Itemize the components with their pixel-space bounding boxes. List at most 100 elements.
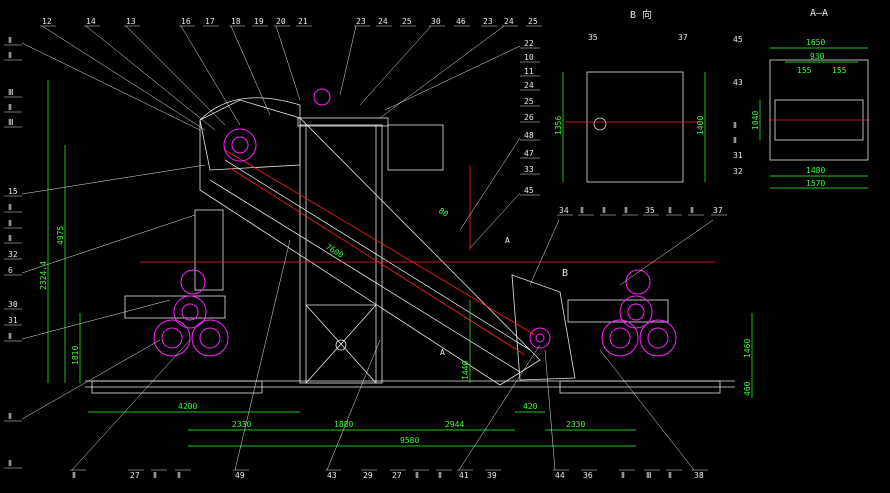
left-foundation bbox=[91, 380, 263, 394]
right-roller-1-inner bbox=[609, 327, 631, 349]
bview-callout-35: 35 bbox=[588, 33, 598, 42]
callout-l11: 6 bbox=[8, 266, 13, 275]
callout-r3: 11 bbox=[524, 67, 534, 76]
callout-l3: Ⅲ bbox=[8, 88, 14, 97]
callout-l6: 15 bbox=[8, 187, 18, 196]
callout-t16: 24 bbox=[504, 17, 514, 26]
right-roller-3 bbox=[619, 295, 653, 329]
dim-d7: 2330 bbox=[566, 420, 585, 429]
dim-left-mid: 2324.4 bbox=[39, 261, 48, 290]
callout-b3: Ⅱ bbox=[153, 471, 157, 480]
callout-m7: Ⅱ bbox=[690, 206, 694, 215]
left-roller-4 bbox=[180, 269, 206, 295]
section-mark-a-lower: A bbox=[440, 348, 445, 357]
leader bbox=[459, 137, 521, 231]
callout-l10: 32 bbox=[8, 250, 18, 259]
callout-l8: Ⅱ bbox=[8, 219, 12, 228]
dim-left-low: 1810 bbox=[71, 346, 80, 365]
bview-callout-37: 37 bbox=[678, 33, 688, 42]
aa-dim3-text: 155 bbox=[797, 66, 812, 75]
leader bbox=[544, 349, 556, 471]
leader bbox=[21, 164, 206, 195]
callout-l13: 31 bbox=[8, 316, 18, 325]
conveyor-bed-2 bbox=[224, 159, 531, 351]
left-roller-2 bbox=[191, 319, 229, 357]
leader bbox=[379, 25, 505, 119]
callout-l2: Ⅱ bbox=[8, 51, 12, 60]
callout-l9: Ⅱ bbox=[8, 234, 12, 243]
leader bbox=[275, 25, 301, 101]
aa-callout-45: 45 bbox=[733, 35, 743, 44]
callout-t8: 20 bbox=[276, 17, 286, 26]
left-roller-2-inner bbox=[199, 327, 221, 349]
callout-m2: Ⅱ bbox=[580, 206, 584, 215]
callout-b10: Ⅱ bbox=[438, 471, 442, 480]
leader bbox=[180, 25, 241, 126]
callout-b7: 29 bbox=[363, 471, 373, 480]
callout-b9: Ⅱ bbox=[415, 471, 419, 480]
callout-r10: 45 bbox=[524, 186, 534, 195]
belt-lower bbox=[229, 167, 526, 356]
dim-slope: 80 bbox=[437, 206, 450, 219]
left-roller-3 bbox=[173, 295, 207, 329]
leader bbox=[326, 339, 381, 471]
callout-b17: Ⅱ bbox=[668, 471, 672, 480]
callout-b16: Ⅲ bbox=[646, 471, 652, 480]
callout-t15: 23 bbox=[483, 17, 493, 26]
dim-d1: 4200 bbox=[178, 402, 197, 411]
leader bbox=[359, 25, 432, 106]
red-layer bbox=[140, 119, 870, 356]
callout-b13: 44 bbox=[555, 471, 565, 480]
leader-layer bbox=[21, 25, 714, 471]
leader bbox=[21, 299, 171, 340]
leader bbox=[41, 25, 206, 131]
dim-left-total: 4975 bbox=[56, 226, 65, 245]
leader bbox=[619, 219, 714, 286]
callout-r1: 22 bbox=[524, 39, 534, 48]
dim-d2: 2330 bbox=[232, 420, 251, 429]
tail-drum bbox=[529, 327, 551, 349]
bview-left-dim: 1356 bbox=[554, 116, 563, 135]
aa-callout-roman-1: Ⅱ bbox=[733, 121, 737, 130]
callout-b11: 41 bbox=[459, 471, 469, 480]
callout-r5: 25 bbox=[524, 97, 534, 106]
callout-m5: 35 bbox=[645, 206, 655, 215]
callout-t2: 14 bbox=[86, 17, 96, 26]
upper-box bbox=[387, 124, 444, 171]
leader bbox=[21, 339, 161, 420]
aa-dim4-text: 155 bbox=[832, 66, 847, 75]
left-roller-1-inner bbox=[161, 327, 183, 349]
callout-l14: Ⅱ bbox=[8, 332, 12, 341]
aa-side-dim-text: 1040 bbox=[751, 111, 760, 130]
callout-m8: 37 bbox=[713, 206, 723, 215]
callout-b4: Ⅱ bbox=[177, 471, 181, 480]
aa-callout-roman-2: Ⅱ bbox=[733, 136, 737, 145]
callout-l5: Ⅲ bbox=[8, 118, 14, 127]
leader bbox=[71, 339, 191, 471]
tower-hub bbox=[335, 339, 347, 351]
head-drum-inner bbox=[231, 136, 249, 154]
tower-brace-2 bbox=[305, 304, 377, 384]
left-roller-3-inner bbox=[181, 303, 199, 321]
left-roller-1 bbox=[153, 319, 191, 357]
callout-l16: Ⅱ bbox=[8, 459, 12, 468]
callout-b15: Ⅱ bbox=[621, 471, 625, 480]
callout-t5: 17 bbox=[205, 17, 215, 26]
section-mark-a-upper: A bbox=[505, 236, 510, 245]
dim-d4: 2944 bbox=[445, 420, 464, 429]
callout-t1: 12 bbox=[42, 17, 52, 26]
right-roller-2 bbox=[639, 319, 677, 357]
dim-mid-vert: 1440 bbox=[461, 361, 470, 380]
left-post bbox=[194, 209, 224, 291]
callout-t3: 13 bbox=[126, 17, 136, 26]
callout-t11: 24 bbox=[378, 17, 388, 26]
discharge-chute bbox=[511, 274, 576, 381]
callout-t10: 23 bbox=[356, 17, 366, 26]
